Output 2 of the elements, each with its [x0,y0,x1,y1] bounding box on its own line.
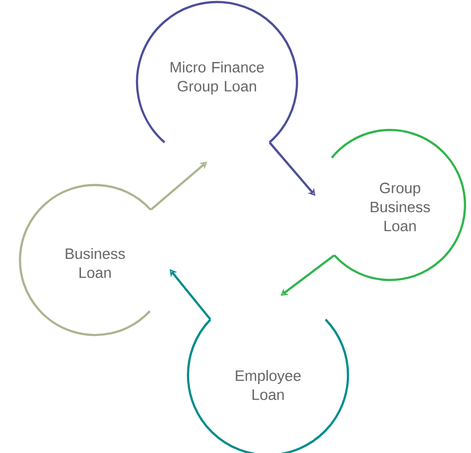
arrow [280,254,335,296]
arrow [268,142,316,196]
